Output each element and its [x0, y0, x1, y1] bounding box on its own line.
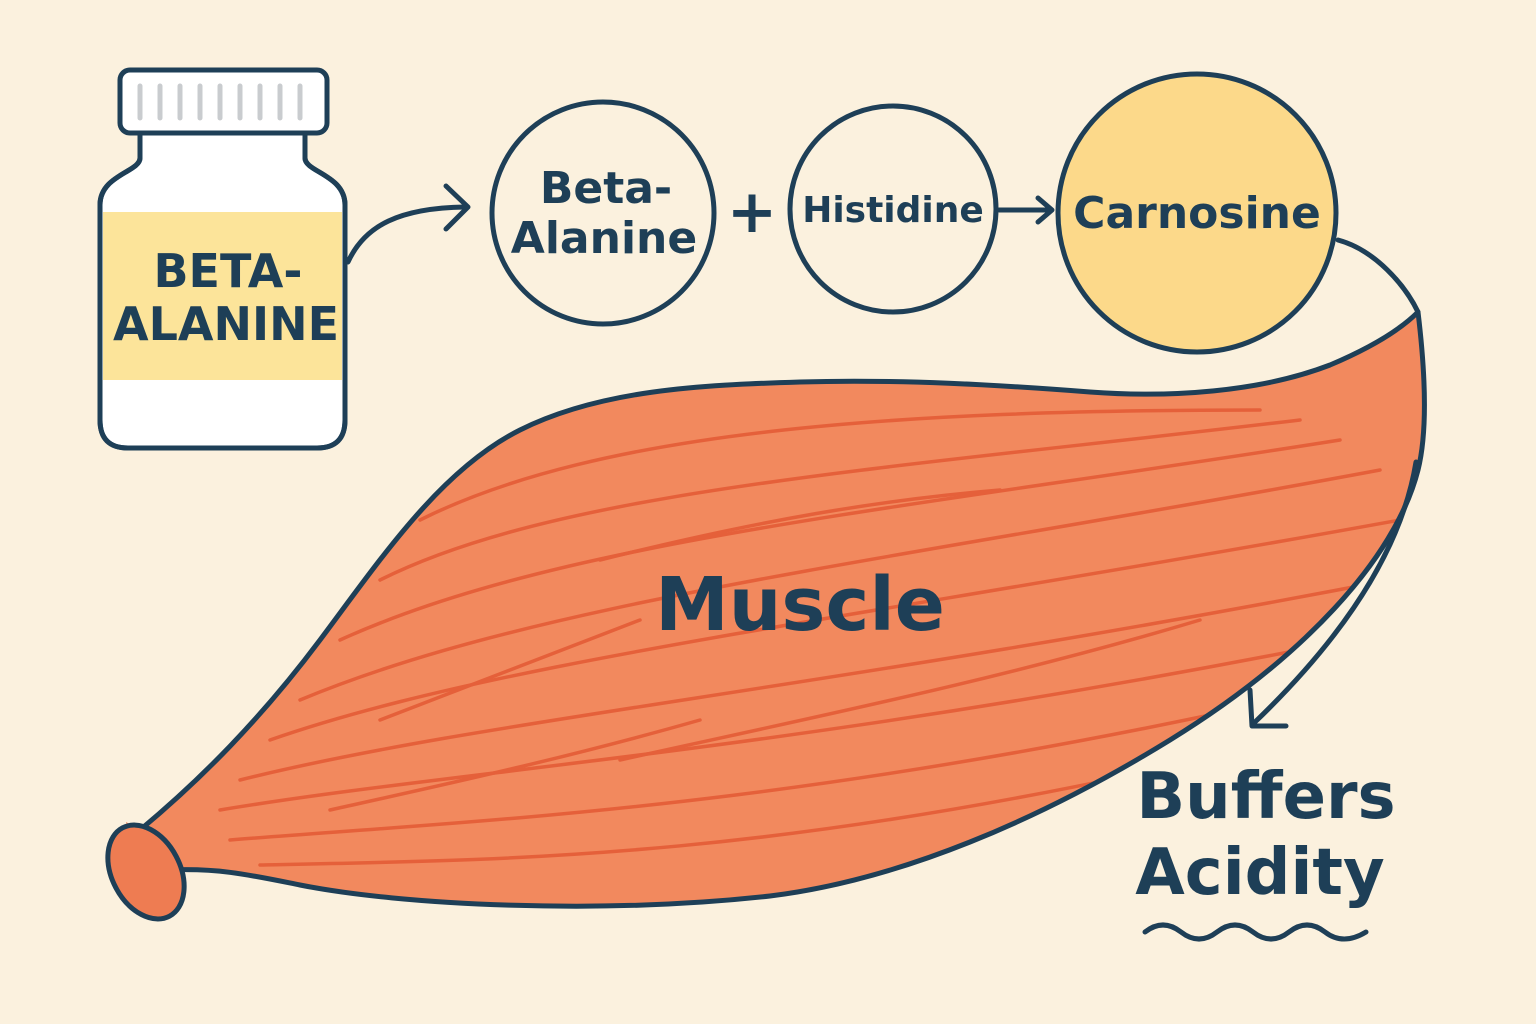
arrow-to-buffers-acidity: [1247, 459, 1419, 729]
beta-alanine-label-line1: Beta-: [540, 163, 672, 214]
carnosine-label: Carnosine: [1073, 188, 1321, 239]
plus-sign: +: [727, 177, 777, 247]
bottle-label-line1: BETA-: [154, 244, 303, 298]
muscle-illustration: Muscle: [105, 309, 1427, 922]
result-line1: Buffers: [1136, 760, 1395, 834]
supplement-bottle-icon: BETA- ALANINE: [97, 67, 348, 451]
tendon-end: [105, 822, 187, 922]
histidine-node: Histidine: [787, 103, 999, 315]
carnosine-to-muscle-curve: [1335, 237, 1421, 315]
buffers-acidity-label: Buffers Acidity: [1135, 760, 1396, 942]
cap-ridges: [137, 83, 303, 121]
bottle-label-line2: ALANINE: [113, 297, 339, 351]
histidine-label: Histidine: [802, 190, 984, 231]
muscle-outline: [137, 309, 1427, 909]
beta-alanine-node: Beta- Alanine: [489, 99, 717, 327]
result-line2: Acidity: [1135, 836, 1384, 910]
arrow-histidine-to-carnosine: [996, 195, 1055, 225]
muscle-fibers: [218, 408, 1402, 867]
muscle-belly: [140, 312, 1425, 907]
bottle-outline: [97, 130, 348, 451]
arrow-bottle-to-beta-alanine: [345, 183, 471, 265]
muscle-label: Muscle: [655, 562, 945, 648]
carnosine-node: Carnosine: [1055, 71, 1339, 355]
beta-alanine-label-line2: Alanine: [511, 213, 697, 264]
bottle-label-band: [103, 212, 342, 380]
wavy-underline: [1142, 922, 1369, 942]
bottle-cap: [117, 67, 330, 136]
